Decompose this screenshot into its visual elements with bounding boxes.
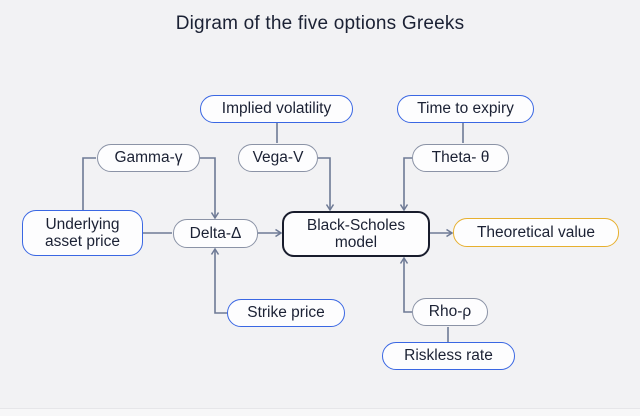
edge-strike-to-delta — [210, 247, 227, 314]
node-implied-volatility: Implied volatility — [200, 95, 353, 123]
node-time-to-expiry: Time to expiry — [397, 95, 534, 123]
node-strike-price: Strike price — [227, 299, 345, 327]
node-vega: Vega-V — [238, 144, 318, 172]
page-title: Digram of the five options Greeks — [175, 13, 465, 34]
node-black-scholes-model: Black-Scholes model — [282, 211, 430, 257]
edge-gamma-to-delta — [200, 157, 220, 220]
edge-underlying-to-gamma — [82, 157, 96, 210]
node-riskless-rate: Riskless rate — [382, 342, 515, 370]
node-theoretical-value: Theoretical value — [453, 218, 619, 247]
node-theta: Theta- θ — [412, 144, 509, 172]
edge-rho-to-black-scholes — [399, 256, 412, 313]
node-rho: Rho-ρ — [412, 298, 488, 326]
edge-vega-to-black-scholes — [318, 157, 335, 212]
node-gamma: Gamma-γ — [97, 144, 200, 172]
bottom-divider — [0, 408, 640, 416]
node-underlying-asset-price: Underlying asset price — [22, 210, 143, 256]
node-delta: Delta-Δ — [173, 219, 258, 248]
edge-theta-to-black-scholes — [399, 157, 412, 212]
